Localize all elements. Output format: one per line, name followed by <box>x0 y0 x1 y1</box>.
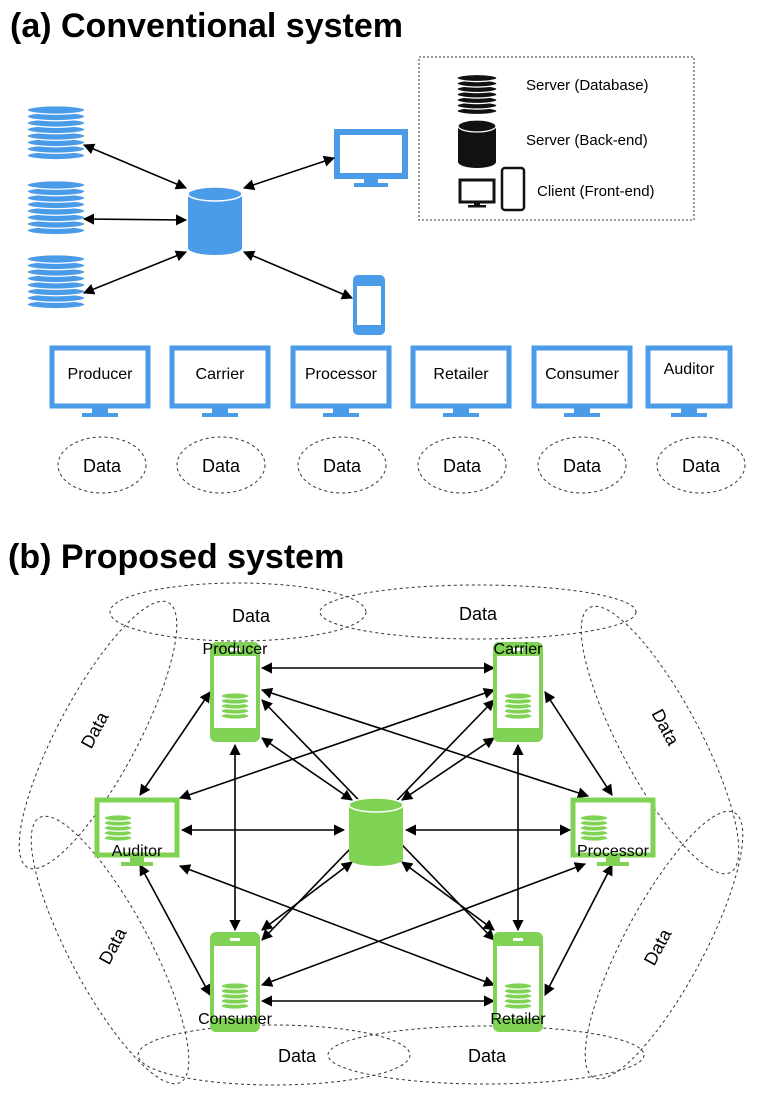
database-stack-icon <box>103 814 133 842</box>
legend-box <box>418 56 695 221</box>
connections-a <box>82 143 354 300</box>
center-server-icon <box>348 797 404 866</box>
client-monitors: Producer Carrier Processor Retailer Consumer… <box>49 345 733 417</box>
client-auditor: Auditor <box>645 345 733 417</box>
data-label: Data <box>443 456 482 476</box>
client-label: Auditor <box>664 361 715 378</box>
data-label: Data <box>648 706 684 750</box>
data-store: Data <box>537 436 627 494</box>
panel-b-title: (b) Proposed system <box>8 538 344 576</box>
data-store: Data <box>57 436 147 494</box>
client-processor: Processor <box>290 345 392 417</box>
data-label: Data <box>682 456 721 476</box>
node-label: Auditor <box>112 843 163 860</box>
node-processor: Processor <box>570 797 656 866</box>
legend: Server (Database) Server (Back-end) Clie… <box>418 56 695 221</box>
data-label: Data <box>77 708 113 752</box>
data-label: Data <box>95 924 131 968</box>
node-label: Retailer <box>490 1011 546 1028</box>
node-label: Consumer <box>198 1011 272 1028</box>
database-server-icon <box>26 105 86 161</box>
database-stack <box>456 73 498 116</box>
node-retailer: Retailer <box>490 932 546 1032</box>
database-servers <box>26 105 86 310</box>
data-region <box>584 810 744 1080</box>
data-label: Data <box>468 1046 507 1066</box>
client-label: Processor <box>305 366 378 383</box>
client-label: Producer <box>68 366 134 383</box>
data-region <box>319 584 637 640</box>
data-label: Data <box>563 456 602 476</box>
database-stack-icon <box>579 814 609 842</box>
client-producer: Producer <box>49 345 151 417</box>
database-stack-icon <box>220 692 250 720</box>
panel-conventional-system: (a) Conventional system Server (Database… <box>10 7 746 494</box>
data-region <box>137 1024 411 1086</box>
backend-server-icon <box>187 186 243 255</box>
database-stack-icon <box>220 982 250 1010</box>
node-label: Producer <box>203 641 269 658</box>
data-region <box>109 582 367 642</box>
panel-a-title: (a) Conventional system <box>10 7 403 45</box>
database-server-icon <box>26 180 86 236</box>
phone-client-icon <box>353 275 385 335</box>
data-store: Data <box>417 436 507 494</box>
data-label: Data <box>278 1046 317 1066</box>
data-label: Data <box>323 456 362 476</box>
client-retailer: Retailer <box>410 345 512 417</box>
node-label: Carrier <box>494 641 544 658</box>
database-server-icon <box>26 254 86 310</box>
data-region <box>18 600 178 870</box>
client-label: Retailer <box>433 366 489 383</box>
client-label: Carrier <box>196 366 246 383</box>
phone-icon <box>500 166 526 212</box>
monitor-icon <box>458 178 496 208</box>
panel-proposed-system: (b) Proposed system Data Data Data Data … <box>8 538 744 1086</box>
node-carrier: Carrier <box>493 641 544 742</box>
data-label: Data <box>83 456 122 476</box>
client-consumer: Consumer <box>531 345 633 417</box>
data-label: Data <box>459 604 498 624</box>
legend-backend-label: Server (Back-end) <box>526 132 648 149</box>
legend-frontend-label: Client (Front-end) <box>537 183 655 200</box>
data-label: Data <box>232 606 271 626</box>
data-store: Data <box>297 436 387 494</box>
data-region <box>580 605 740 875</box>
data-label: Data <box>640 925 676 969</box>
node-producer: Producer <box>203 641 269 742</box>
legend-database-label: Server (Database) <box>526 77 649 94</box>
monitor-client-icon <box>334 129 408 187</box>
node-consumer: Consumer <box>198 932 273 1032</box>
node-label: Processor <box>577 843 650 860</box>
node-auditor: Auditor <box>94 797 180 866</box>
data-store: Data <box>176 436 266 494</box>
database-stack-icon <box>503 982 533 1010</box>
data-stores-a: Data Data Data Data Data Data <box>57 436 746 494</box>
data-label: Data <box>202 456 241 476</box>
backend-server-icon <box>457 119 497 168</box>
client-label: Consumer <box>545 366 619 383</box>
database-server-icon <box>456 73 498 116</box>
data-region <box>327 1025 645 1085</box>
data-store: Data <box>656 436 746 494</box>
client-carrier: Carrier <box>169 345 271 417</box>
database-stack-icon <box>503 692 533 720</box>
